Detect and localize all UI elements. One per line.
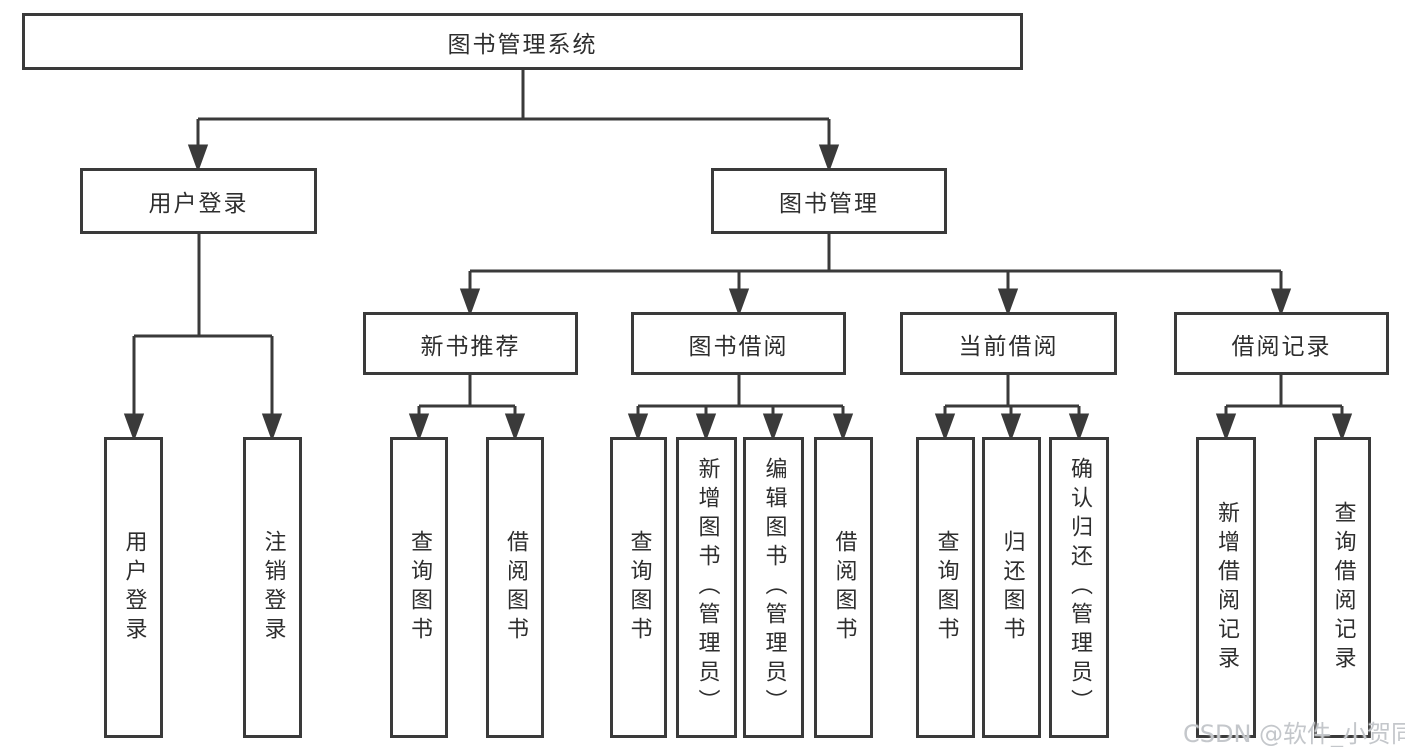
leaf-current-query-books: 查询图书 [916,437,975,738]
node-borrowing-records: 借阅记录 [1174,312,1389,375]
connector-newbook-group [408,375,526,442]
connector-mgmt-to-level3 [459,234,1292,317]
leaf-borrow-borrow-books: 借阅图书 [814,437,873,738]
connector-root-to-level2 [187,70,840,173]
node-book-management: 图书管理 [711,168,947,234]
leaf-records-add-borrow-record: 新增借阅记录 [1196,437,1256,738]
leaf-current-confirm-return-admin: 确认归还（管理员） [1049,437,1109,738]
leaf-newbook-borrow-books: 借阅图书 [486,437,544,738]
leaf-user-login: 用户登录 [104,437,163,738]
leaf-records-query-borrow-record: 查询借阅记录 [1314,437,1371,738]
node-user-login: 用户登录 [80,168,317,234]
node-library-management-system: 图书管理系统 [22,13,1023,70]
connector-bookborrow-group [627,375,854,442]
leaf-borrow-query-books: 查询图书 [610,437,667,738]
node-current-borrowing: 当前借阅 [900,312,1117,375]
leaf-borrow-add-book-admin: 新增图书（管理员） [676,437,737,738]
leaf-newbook-query-books: 查询图书 [390,437,448,738]
connector-currentborrow-group [934,375,1090,442]
leaf-logout: 注销登录 [243,437,302,738]
node-book-borrowing: 图书借阅 [631,312,846,375]
connector-records-group [1215,375,1353,442]
connector-login-group [123,234,283,442]
leaf-current-return-books: 归还图书 [982,437,1041,738]
csdn-watermark: CSDN @软件_小贺同学 [1183,720,1405,747]
leaf-borrow-edit-book-admin: 编辑图书（管理员） [743,437,804,738]
node-new-book-recommendation: 新书推荐 [363,312,578,375]
